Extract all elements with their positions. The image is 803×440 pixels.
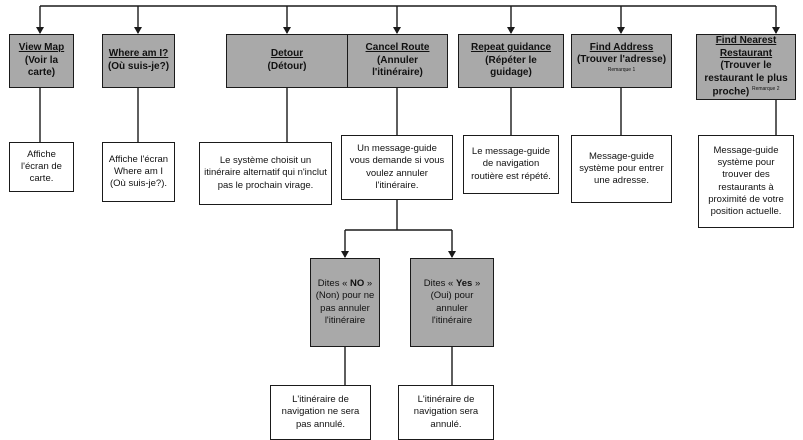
node-find-restaurant-title: Find Nearest Restaurant bbox=[715, 34, 777, 59]
node-view-map: View Map (Voir la carte) bbox=[9, 34, 74, 88]
node-cancel-route: Cancel Route (Annuler l'itinéraire) bbox=[347, 34, 448, 88]
node-repeat-guidance: Repeat guidance (Répéter le guidage) bbox=[458, 34, 564, 88]
node-cancel-route-title: Cancel Route bbox=[365, 41, 430, 53]
desc-find-address: Message-guide système pour entrer une ad… bbox=[571, 135, 672, 203]
desc-detour-text: Le système choisit un itinéraire alterna… bbox=[204, 155, 327, 191]
node-find-restaurant: Find Nearest Restaurant (Trouver le rest… bbox=[696, 34, 796, 100]
desc-cancel-route: Un message-guide vous demande si vous vo… bbox=[341, 135, 453, 200]
choice-yes-text: Dites « Yes » (Oui) pour annuler l'itiné… bbox=[415, 278, 489, 327]
choice-no-keyword: NO bbox=[350, 278, 365, 290]
choice-no-prefix: Dites « bbox=[317, 278, 351, 290]
node-find-address-subtitle: (Trouver l'adresse) bbox=[576, 54, 667, 66]
node-find-restaurant-note: Remarque 2 bbox=[751, 86, 780, 93]
desc-repeat-guidance-text: Le message-guide de navigation routière … bbox=[471, 146, 551, 182]
node-find-address-note: Remarque 1 bbox=[607, 67, 636, 74]
result-yes: L'itinéraire de navigation sera annulé. bbox=[398, 385, 494, 440]
desc-where-am-i-text: Affiche l'écran Where am I (Où suis-je?)… bbox=[108, 153, 169, 190]
node-find-restaurant-subtitle: (Trouver le restaurant le plus proche) bbox=[704, 60, 788, 98]
desc-find-restaurant: Message-guide système pour trouver des r… bbox=[698, 135, 794, 228]
desc-cancel-route-text: Un message-guide vous demande si vous vo… bbox=[349, 143, 445, 191]
choice-no-suffix: » (Non) pour ne pas annuler l'itinéraire bbox=[315, 278, 375, 326]
node-where-am-i-title: Where am I? bbox=[108, 48, 169, 60]
choice-yes-keyword: Yes bbox=[455, 278, 473, 290]
node-find-restaurant-subtitle-wrap: (Trouver le restaurant le plus proche) R… bbox=[701, 60, 791, 99]
node-find-address-subtitle-wrap: (Trouver l'adresse) Remarque 1 bbox=[576, 54, 667, 80]
desc-find-restaurant-text: Message-guide système pour trouver des r… bbox=[708, 145, 784, 217]
node-repeat-guidance-title: Repeat guidance bbox=[470, 41, 552, 53]
desc-detour: Le système choisit un itinéraire alterna… bbox=[199, 142, 332, 205]
desc-view-map: Affiche l'écran de carte. bbox=[9, 142, 74, 192]
choice-yes-prefix: Dites « bbox=[423, 278, 456, 290]
node-view-map-subtitle: (Voir la carte) bbox=[24, 54, 59, 79]
node-find-address: Find Address (Trouver l'adresse) Remarqu… bbox=[571, 34, 672, 88]
node-view-map-title: View Map bbox=[18, 41, 65, 53]
choice-no-text: Dites « NO » (Non) pour ne pas annuler l… bbox=[315, 278, 375, 327]
node-where-am-i: Where am I? (Où suis-je?) bbox=[102, 34, 175, 88]
node-repeat-guidance-subtitle: (Répéter le guidage) bbox=[485, 54, 537, 79]
choice-no: Dites « NO » (Non) pour ne pas annuler l… bbox=[310, 258, 380, 347]
result-yes-text: L'itinéraire de navigation sera annulé. bbox=[413, 394, 479, 430]
node-detour-title: Detour bbox=[270, 48, 304, 60]
result-no-text: L'itinéraire de navigation ne sera pas a… bbox=[281, 394, 360, 430]
desc-view-map-text: Affiche l'écran de carte. bbox=[21, 148, 62, 185]
node-detour-subtitle: (Détour) bbox=[267, 61, 307, 72]
node-detour: Detour (Détour) bbox=[226, 34, 348, 88]
desc-find-address-text: Message-guide système pour entrer une ad… bbox=[579, 150, 664, 187]
node-cancel-route-subtitle: (Annuler l'itinéraire) bbox=[372, 54, 423, 79]
choice-yes: Dites « Yes » (Oui) pour annuler l'itiné… bbox=[410, 258, 494, 347]
choice-yes-suffix: » (Oui) pour annuler l'itinéraire bbox=[430, 278, 481, 326]
desc-where-am-i: Affiche l'écran Where am I (Où suis-je?)… bbox=[102, 142, 175, 202]
desc-repeat-guidance: Le message-guide de navigation routière … bbox=[463, 135, 559, 194]
node-find-address-title: Find Address bbox=[589, 41, 654, 53]
node-where-am-i-subtitle: (Où suis-je?) bbox=[107, 61, 170, 72]
result-no: L'itinéraire de navigation ne sera pas a… bbox=[270, 385, 371, 440]
